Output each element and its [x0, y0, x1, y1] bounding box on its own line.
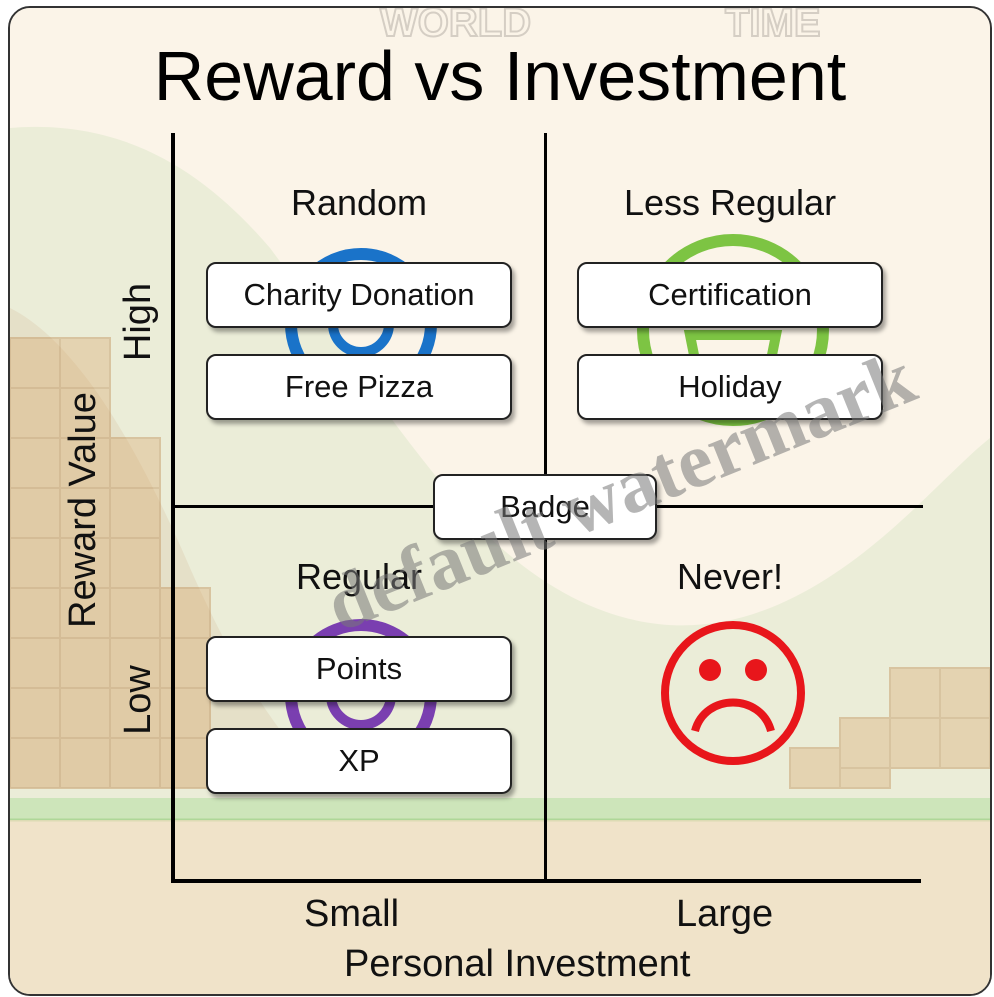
y-tick-low: Low [117, 665, 159, 735]
background-world-text: WORLD [380, 8, 531, 45]
item-points: Points [206, 636, 512, 702]
x-axis-line [171, 879, 921, 883]
sad-face-icon [661, 621, 805, 765]
diagram-title: Reward vs Investment [153, 37, 847, 115]
item-xp: XP [206, 728, 512, 794]
x-axis-title: Personal Investment [344, 943, 691, 985]
quadrant-label-less-regular: Less Regular [623, 182, 837, 223]
item-charity-donation: Charity Donation [206, 262, 512, 328]
background-time-text: TIME [725, 8, 821, 45]
item-holiday: Holiday [577, 354, 883, 420]
diagram-frame: WORLD TIME Reward vs Investment Random L… [8, 6, 992, 996]
quadrant-label-regular: Regular [295, 556, 423, 597]
y-axis-title: Reward Value [62, 392, 104, 628]
x-tick-small: Small [304, 893, 400, 935]
x-tick-large: Large [676, 893, 774, 935]
item-free-pizza: Free Pizza [206, 354, 512, 420]
item-badge: Badge [433, 474, 657, 540]
y-tick-high: High [117, 282, 159, 362]
quadrant-label-never: Never! [676, 556, 784, 597]
y-axis-line [171, 133, 175, 883]
item-certification: Certification [577, 262, 883, 328]
quadrant-label-random: Random [290, 182, 428, 223]
